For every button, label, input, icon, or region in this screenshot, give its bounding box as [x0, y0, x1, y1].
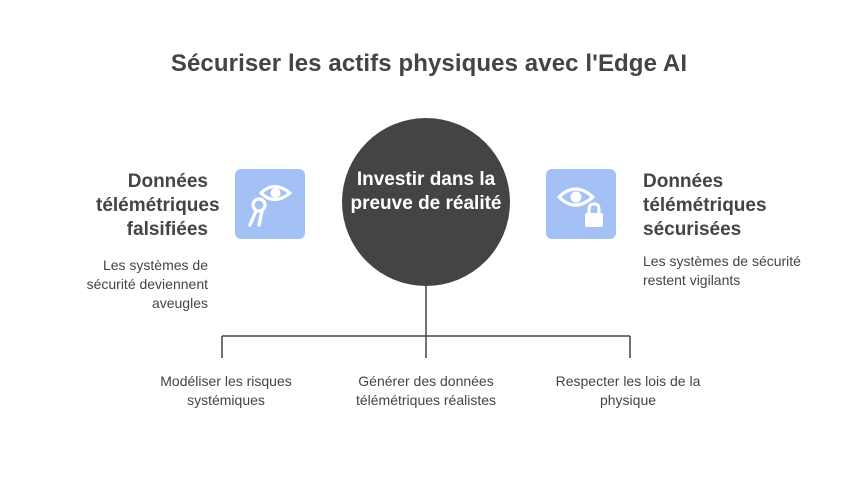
- branch-label-3: Respecter les lois de la physique: [555, 373, 701, 408]
- right-heading: Données télémétriques sécurisées: [643, 171, 767, 240]
- left-description: Les systèmes de sécurité deviennent aveu…: [86, 257, 208, 311]
- hand-eye-icon: [248, 184, 292, 227]
- branch-label-2: Générer des données télémétriques réalis…: [355, 373, 497, 408]
- eye-lock-icon: [557, 187, 603, 227]
- center-label: Investir dans la preuve de réalité: [350, 169, 502, 214]
- left-icon-box: [235, 169, 305, 239]
- center-circle: [342, 118, 510, 286]
- right-description: Les systèmes de sécurité restent vigilan…: [643, 253, 801, 288]
- diagram-title: Sécuriser les actifs physiques avec l'Ed…: [170, 50, 688, 77]
- branch-label-1: Modéliser les risques systémiques: [160, 373, 292, 408]
- right-icon-box: [546, 169, 616, 239]
- left-heading: Données télémétriques falsifiées: [96, 171, 220, 240]
